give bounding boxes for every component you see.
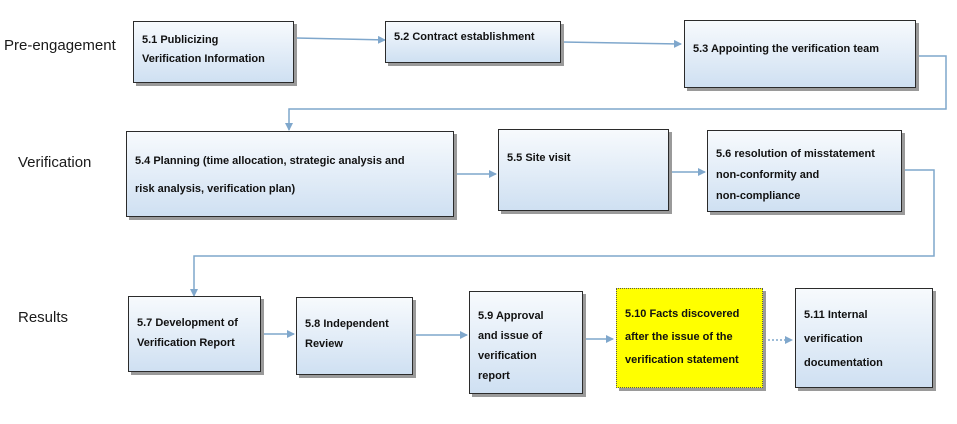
arrow-5-6-to-5-7 [190, 169, 935, 297]
stage-label-results: Results [18, 309, 69, 326]
stage-label-verification: Verification [18, 154, 92, 171]
step-5-6-box: 5.6 resolution of misstatement non-confo… [707, 130, 902, 212]
step-5-5-box: 5.5 Site visit [498, 129, 669, 211]
step-5-10-box: 5.10 Facts discovered after the issue of… [616, 288, 763, 388]
step-5-4-box: 5.4 Planning (time allocation, strategic… [126, 131, 454, 217]
arrow-5-3-to-5-4 [285, 55, 947, 131]
arrow-5-2-to-5-3 [561, 39, 682, 48]
arrow-5-1-to-5-2 [295, 35, 386, 44]
stage-label-pre-engagement: Pre-engagement [4, 37, 116, 54]
step-5-7-box: 5.7 Development of Verification Report [128, 296, 261, 372]
step-5-1-box: 5.1 Publicizing Verification Information [133, 21, 294, 83]
step-5-11-box: 5.11 Internal verification documentation [795, 288, 933, 388]
step-5-8-box: 5.8 Independent Review [296, 297, 413, 375]
step-5-9-box: 5.9 Approval and issue of verification r… [469, 291, 583, 394]
step-5-2-box: 5.2 Contract establishment [385, 21, 561, 63]
step-5-3-box: 5.3 Appointing the verification team [684, 20, 916, 88]
